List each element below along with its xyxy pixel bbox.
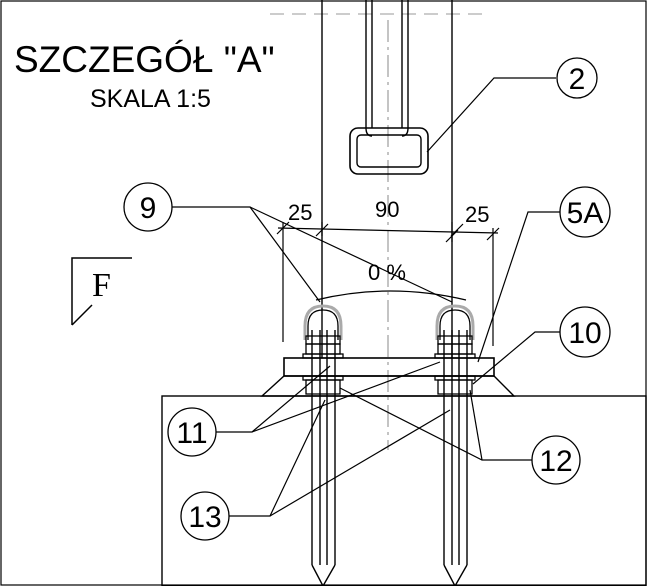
callout-10-label: 10 [568, 317, 601, 350]
callout-2-label: 2 [569, 63, 586, 96]
slope-label: 0 % [368, 260, 406, 285]
callout-12: 12 [531, 435, 581, 485]
dimension-middle: 90 [375, 197, 399, 222]
section-mark-frame [71, 257, 132, 326]
scale-label: SKALA 1:5 [90, 85, 211, 113]
nut-left-lower [302, 375, 344, 395]
nut-washer-right-upper [434, 343, 476, 359]
anchor-bolt-right [443, 330, 468, 586]
callout-12-label: 12 [539, 445, 572, 478]
slope-arc [315, 290, 467, 301]
callout-11-label: 11 [176, 417, 207, 450]
rect-profile-inner [356, 134, 422, 168]
leader-lines [172, 77, 560, 517]
nut-washer-left-upper [302, 343, 344, 359]
anchor-bolt-left [311, 330, 336, 586]
callout-5a-label: 5A [567, 197, 604, 230]
cap-nut-right [435, 304, 475, 345]
callout-5a: 5A [559, 186, 611, 238]
callout-9: 9 [123, 182, 173, 232]
dimension-lines [276, 221, 500, 346]
section-mark-label: F [92, 267, 111, 304]
foundation-block [161, 395, 647, 586]
dimension-left: 25 [288, 200, 312, 225]
callout-2: 2 [556, 57, 598, 99]
callout-13-label: 13 [188, 501, 221, 534]
callout-9-label: 9 [140, 192, 157, 225]
detail-title: SZCZEGÓŁ "A" [14, 39, 275, 80]
callout-10: 10 [559, 306, 611, 358]
base-plate [283, 357, 495, 377]
callout-13: 13 [180, 491, 230, 541]
inner-rod [365, 0, 409, 137]
nut-right-lower [434, 375, 476, 395]
dimension-right: 25 [465, 202, 489, 227]
callout-11: 11 [167, 407, 217, 457]
